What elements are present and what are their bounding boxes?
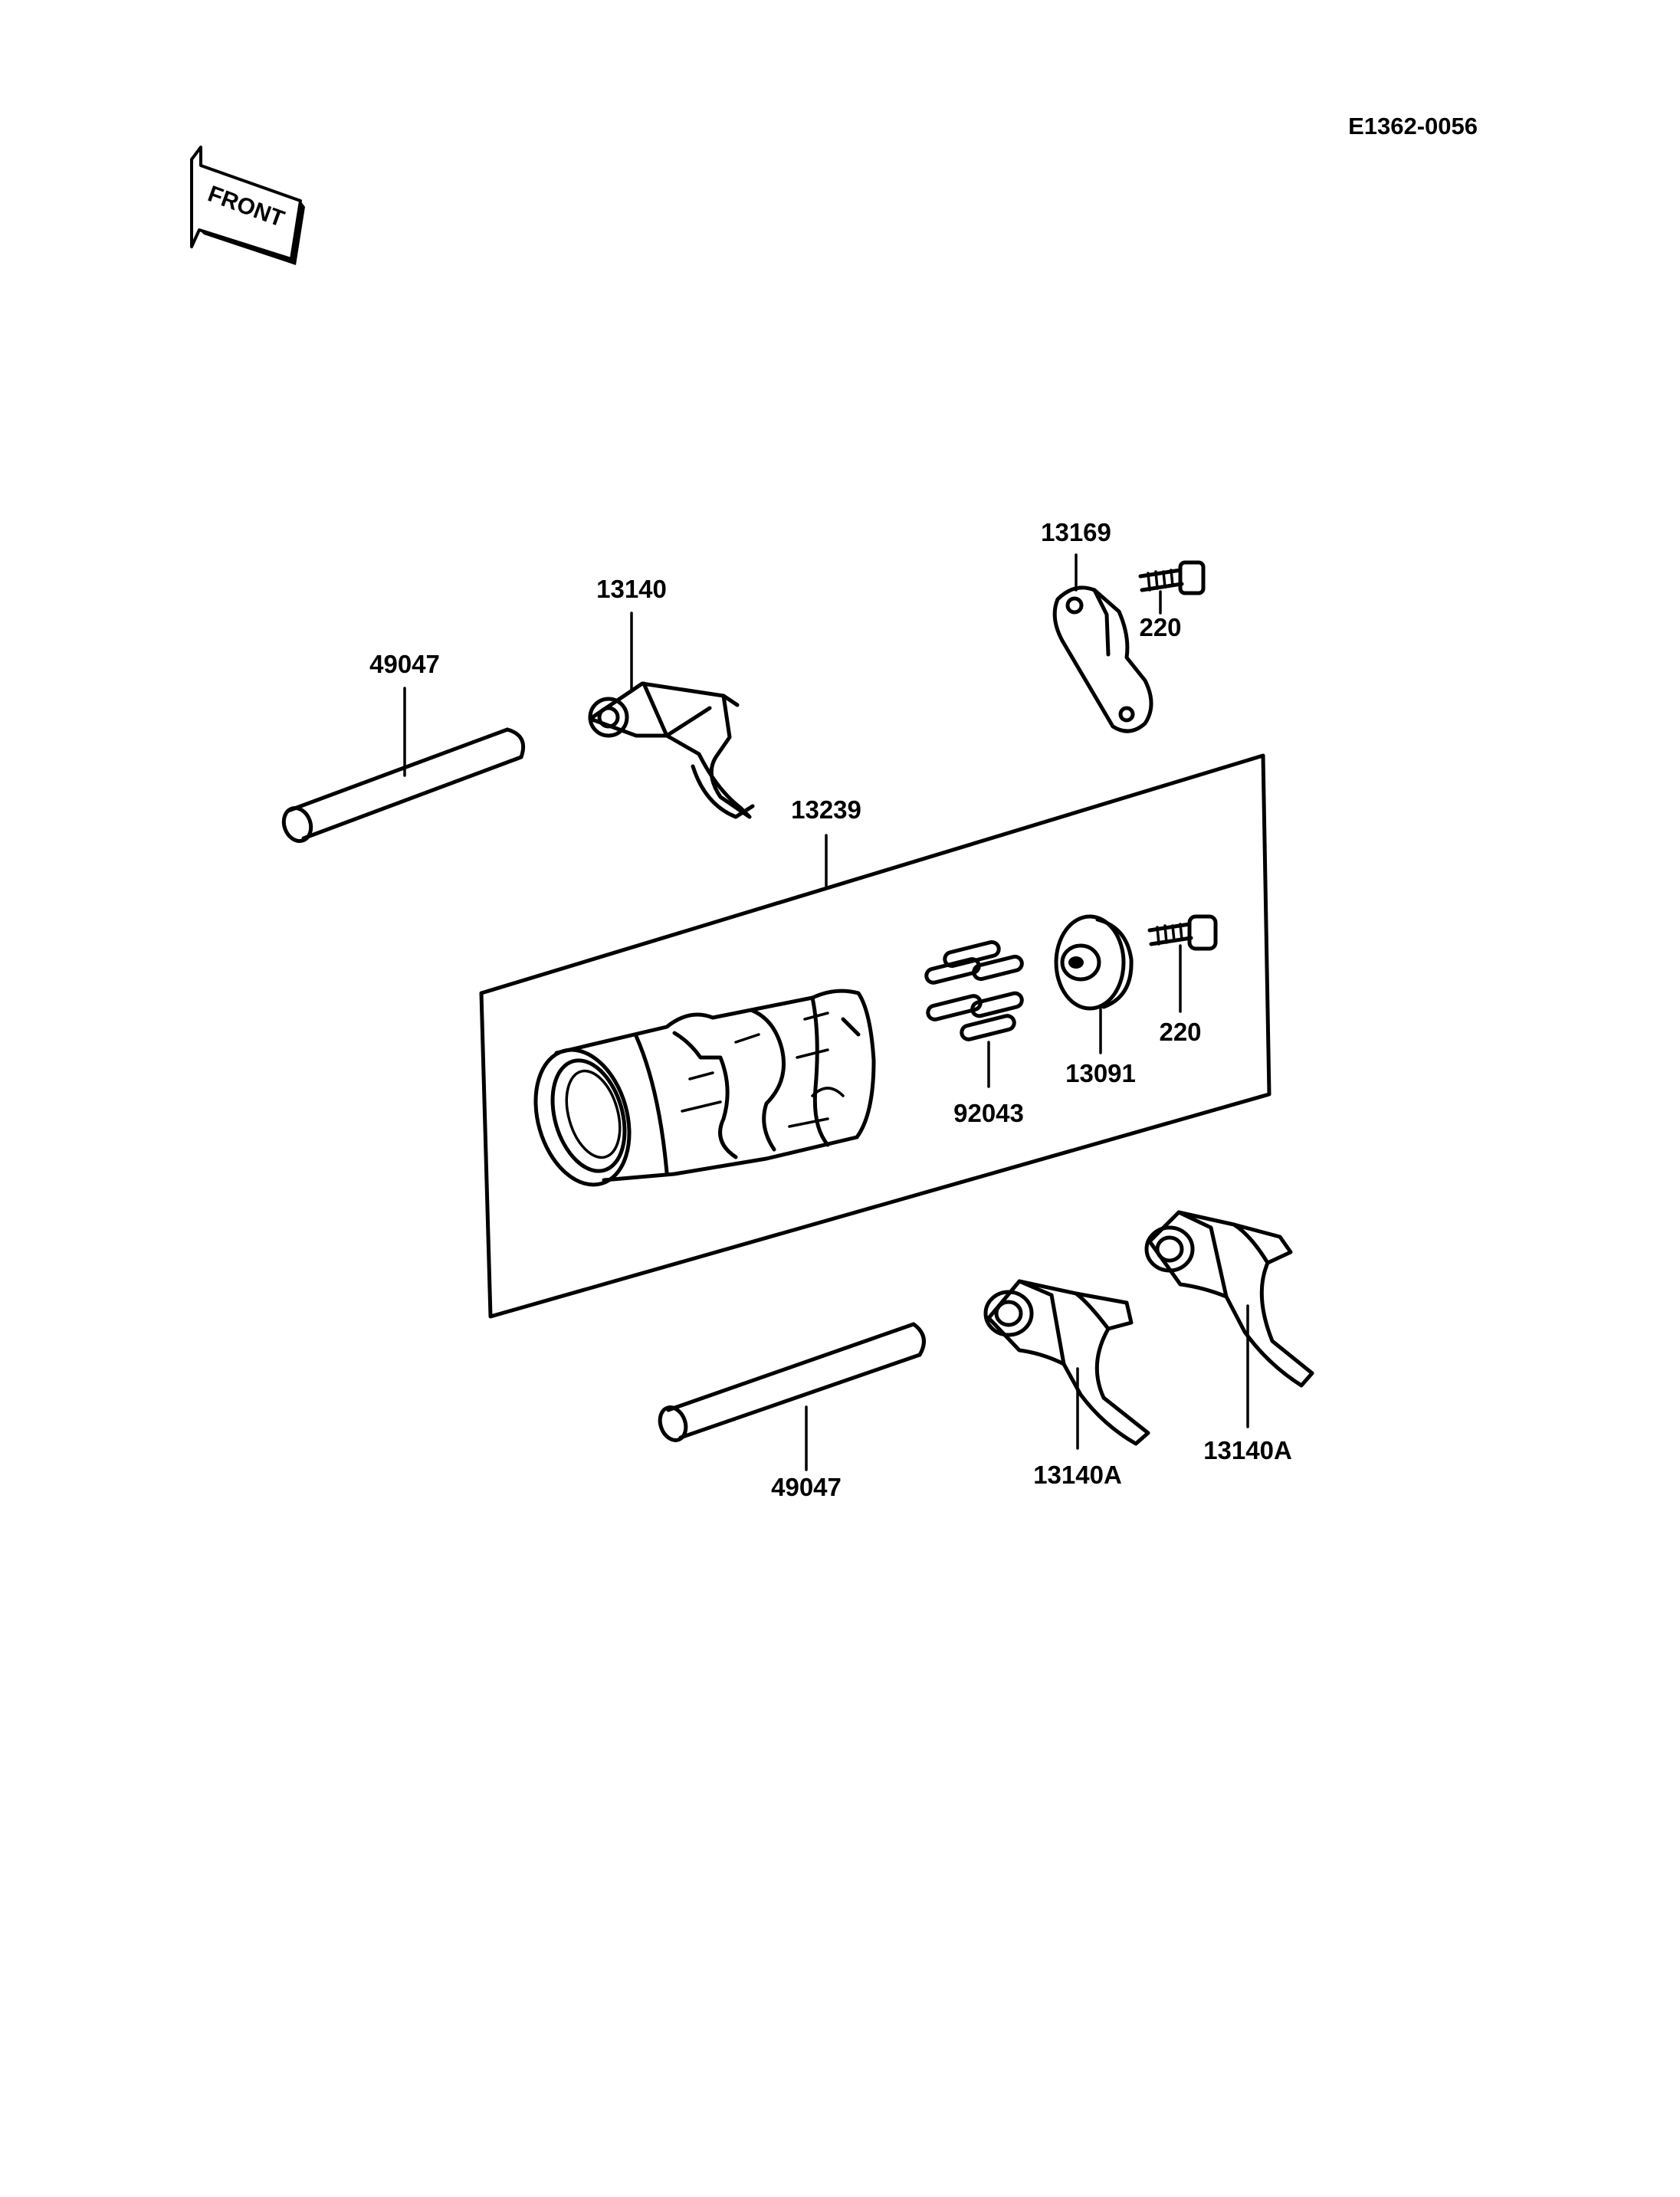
upper-shift-rod bbox=[281, 727, 526, 843]
upper-shift-fork bbox=[588, 681, 755, 819]
upper-bolt bbox=[1138, 560, 1206, 595]
lower-left-shift-fork bbox=[983, 1279, 1150, 1446]
drum-cam bbox=[1054, 914, 1134, 1011]
label-cam: 13091 bbox=[1065, 1059, 1136, 1087]
label-pins: 92043 bbox=[953, 1099, 1024, 1127]
lower-bolt bbox=[1147, 914, 1218, 951]
label-bolt-upper: 220 bbox=[1139, 613, 1181, 641]
label-fork-lower-left: 13140A bbox=[1033, 1461, 1122, 1489]
drum-kit-frame bbox=[479, 753, 1271, 1319]
shift-drum bbox=[533, 989, 876, 1187]
drum-pins bbox=[924, 939, 1024, 1041]
label-drum-assembly: 13239 bbox=[791, 795, 861, 824]
front-arrow-icon: FRONT bbox=[190, 146, 305, 265]
label-plate: 13169 bbox=[1041, 518, 1111, 546]
label-fork-upper: 13140 bbox=[596, 575, 667, 603]
lower-shift-rod bbox=[658, 1322, 926, 1442]
label-fork-lower-right: 13140A bbox=[1203, 1436, 1292, 1464]
label-bolt-lower: 220 bbox=[1159, 1018, 1201, 1046]
label-shaft-upper: 49047 bbox=[369, 650, 440, 678]
label-shaft-lower: 49047 bbox=[771, 1473, 842, 1501]
reference-code: E1362-0056 bbox=[1348, 113, 1478, 139]
lower-right-shift-fork bbox=[1144, 1210, 1314, 1388]
stopper-plate bbox=[1052, 585, 1153, 733]
